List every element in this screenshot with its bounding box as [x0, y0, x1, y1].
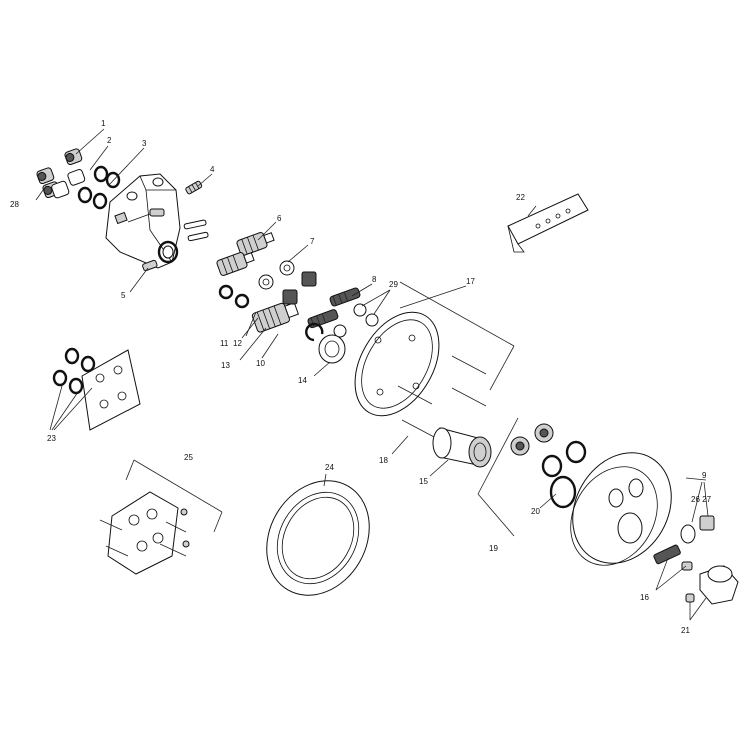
- label-16: 16: [640, 593, 649, 602]
- part-10-13-cartridge: [251, 302, 300, 333]
- label-18: 18: [379, 456, 388, 465]
- label-8: 8: [372, 275, 377, 284]
- label-5: 5: [121, 291, 126, 300]
- part-2-3-orings: [77, 165, 121, 210]
- label-14: 14: [298, 376, 307, 385]
- part-cartridge-caps: [510, 423, 554, 456]
- callout-labels: 1 2 3 4 5 6 7 8 9 10 11 12 13 14 15 16 1…: [10, 119, 712, 635]
- label-21: 21: [681, 626, 690, 635]
- label-4: 4: [210, 165, 215, 174]
- part-springs: [282, 271, 317, 305]
- part-20-orings: [541, 440, 587, 509]
- part-22-button-panel: [507, 193, 589, 253]
- label-20: 20: [531, 507, 540, 516]
- label-24: 24: [325, 463, 334, 472]
- label-12: 12: [233, 339, 242, 348]
- part-15-cylinder: [432, 427, 492, 468]
- part-7-rings: [258, 260, 295, 290]
- part-18-screws: [397, 355, 487, 439]
- part-19-faceplate: [570, 452, 672, 566]
- label-3: 3: [142, 139, 147, 148]
- part-16-spindle: [653, 544, 693, 571]
- part-21-knob: [685, 565, 739, 605]
- label-26-27: 26 27: [691, 495, 712, 504]
- part-26-27-cap: [680, 515, 715, 544]
- label-28: 28: [10, 200, 19, 209]
- label-29: 29: [389, 280, 398, 289]
- label-6: 6: [277, 214, 282, 223]
- leader-lines: [35, 128, 709, 621]
- part-8-spindles: [307, 287, 361, 329]
- part-14-clip: [305, 322, 346, 364]
- label-13: 13: [221, 361, 230, 370]
- label-10: 10: [256, 359, 265, 368]
- label-7: 7: [310, 237, 315, 246]
- label-9: 9: [702, 471, 707, 480]
- label-22: 22: [516, 193, 525, 202]
- part-24-mounting-ring: [266, 480, 370, 596]
- part-5-screw: [142, 259, 158, 272]
- label-25: 25: [184, 453, 193, 462]
- part-valve-body: [105, 173, 209, 269]
- part-2-nuts: [67, 169, 86, 186]
- label-2: 2: [107, 136, 112, 145]
- label-15: 15: [419, 477, 428, 486]
- part-4-screw: [185, 180, 203, 195]
- part-23-gasket: [52, 347, 141, 431]
- part-28-nuts: [36, 167, 70, 199]
- part-29-rings: [333, 303, 379, 338]
- label-11: 11: [220, 339, 229, 348]
- part-6-cartridges: [216, 232, 275, 276]
- label-17: 17: [466, 277, 475, 286]
- part-25-mounting-kit: [99, 491, 190, 575]
- label-23: 23: [47, 434, 56, 443]
- label-19: 19: [489, 544, 498, 553]
- label-1: 1: [101, 119, 106, 128]
- part-17-ring: [354, 311, 440, 417]
- part-12-rings: [218, 284, 250, 309]
